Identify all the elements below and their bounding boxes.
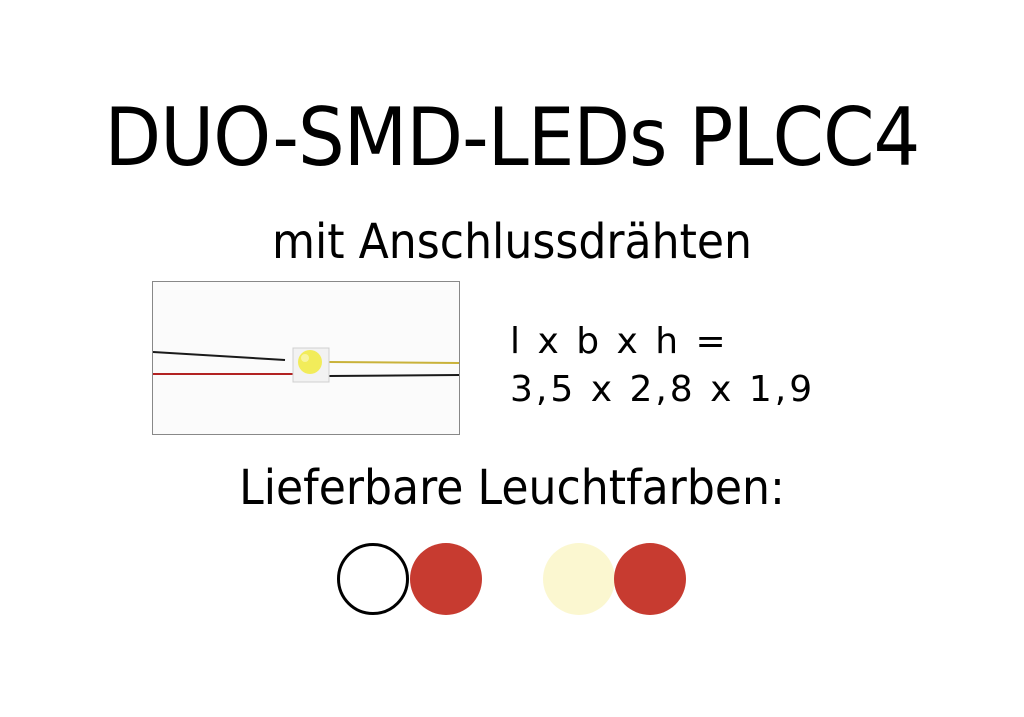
dimensions-label: l x b x h =	[510, 321, 729, 362]
color-swatch-red-2	[614, 543, 686, 615]
dimensions: l x b x h = 3,5 x 2,8 x 1,9	[510, 318, 815, 414]
dimensions-value: 3,5 x 2,8 x 1,9	[510, 369, 816, 410]
led-illustration	[153, 282, 459, 434]
product-photo	[152, 281, 460, 435]
page-title: DUO-SMD-LEDs PLCC4	[104, 91, 921, 184]
color-swatch-red	[410, 543, 482, 615]
color-swatch-warmwhite	[543, 543, 615, 615]
page-subtitle: mit Anschlussdrähten	[271, 214, 753, 270]
color-swatch-white	[337, 543, 409, 615]
colors-label: Lieferbare Leuchtfarben:	[239, 460, 785, 516]
